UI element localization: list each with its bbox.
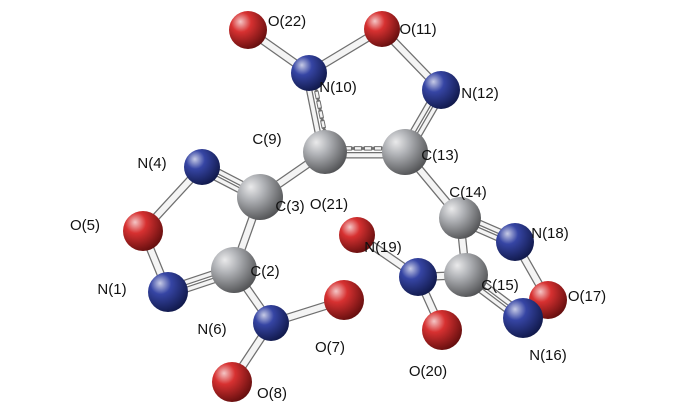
atom-o21 — [339, 217, 375, 253]
atom-o11 — [364, 11, 400, 47]
atom-label-n12: N(12) — [461, 85, 499, 102]
atom-n10 — [291, 55, 327, 91]
atom-c2 — [211, 247, 257, 293]
atom-c15 — [444, 253, 488, 297]
atom-label-n18: N(18) — [531, 225, 569, 242]
atom-label-o17: O(17) — [568, 288, 606, 305]
atom-label-n1: N(1) — [97, 281, 126, 298]
atom-n1 — [148, 272, 188, 312]
atom-label-c2: C(2) — [250, 263, 279, 280]
atom-c13 — [382, 129, 428, 175]
atom-label-o22: O(22) — [268, 13, 306, 30]
atom-label-n16: N(16) — [529, 347, 567, 364]
atom-label-c3: C(3) — [275, 198, 304, 215]
atom-label-o21: O(21) — [310, 196, 348, 213]
atom-layer — [123, 11, 567, 402]
atom-n4 — [184, 149, 220, 185]
atom-label-n19: N(19) — [364, 239, 402, 256]
atom-n19 — [399, 258, 437, 296]
atom-o7 — [324, 280, 364, 320]
atom-label-o7: O(7) — [315, 339, 345, 356]
atom-n16 — [503, 298, 543, 338]
atom-label-c15: C(15) — [481, 277, 519, 294]
atom-label-o5: O(5) — [70, 217, 100, 234]
atom-label-c9: C(9) — [252, 131, 281, 148]
atom-n6 — [253, 305, 289, 341]
atom-n12 — [422, 71, 460, 109]
atom-o8 — [212, 362, 252, 402]
atom-label-n4: N(4) — [137, 155, 166, 172]
atom-label-n6: N(6) — [197, 321, 226, 338]
atom-label-c14: C(14) — [449, 184, 487, 201]
label-layer: O(22) O(11) N(10) N(12) C(9) C(13) N(4) C(3) O(2… — [70, 13, 606, 402]
atom-o22 — [229, 11, 267, 49]
atom-c14 — [439, 197, 481, 239]
atom-n18 — [496, 223, 534, 261]
atom-label-n10: N(10) — [319, 79, 357, 96]
atom-label-o11: O(11) — [399, 21, 436, 38]
atom-o5 — [123, 211, 163, 251]
atom-label-o8: O(8) — [257, 385, 287, 402]
atom-o20 — [422, 310, 462, 350]
atom-label-o20: O(20) — [409, 363, 447, 380]
atom-label-c13: C(13) — [421, 147, 459, 164]
atom-c9 — [303, 130, 347, 174]
atom-c3 — [237, 174, 283, 220]
